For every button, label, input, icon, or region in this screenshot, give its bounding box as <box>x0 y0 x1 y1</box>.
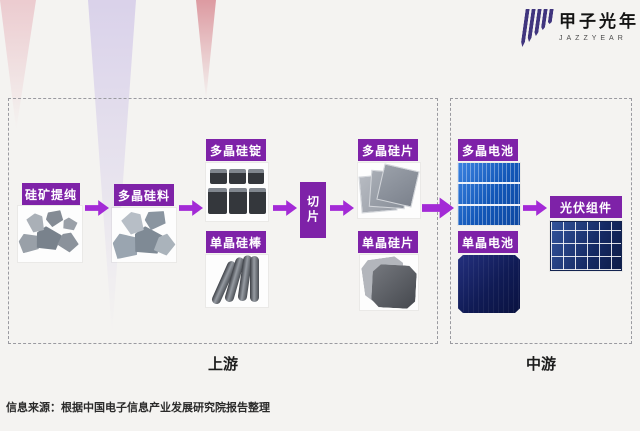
ingot-cube <box>249 188 266 214</box>
brand-name: 甲子光年 <box>559 12 639 31</box>
brand-text: 甲子光年 JAZZYEAR <box>559 7 639 42</box>
source-note: 信息来源：根据中国电子信息产业发展研究院报告整理 <box>6 402 270 414</box>
brand-subtitle: JAZZYEAR <box>559 35 627 42</box>
rock-shape <box>43 207 65 228</box>
ingot-cube <box>248 169 264 184</box>
midstream-box <box>450 98 632 344</box>
mono-rod-photo <box>206 254 268 307</box>
node-label-poly-wafer: 多晶硅片 <box>358 139 418 161</box>
node-label-mono-rod: 单晶硅棒 <box>206 231 266 253</box>
upstream-box <box>8 98 438 344</box>
poly-wafer-photo <box>358 163 420 218</box>
jazzyear-logo-icon <box>520 9 553 47</box>
ingot-cube <box>208 188 227 214</box>
node-label-pv-module: 光伏组件 <box>550 196 622 218</box>
node-label-poly-material: 多晶硅料 <box>114 184 174 206</box>
node-label-slicing: 切片 <box>300 182 326 238</box>
brand-logo: 甲子光年 JAZZYEAR <box>523 7 639 47</box>
ingot-cube <box>210 169 227 184</box>
silicon-ore-photo <box>18 206 82 262</box>
rock-shape <box>62 216 79 231</box>
wafer-sheet <box>371 264 417 309</box>
mono-cell-photo <box>458 255 520 313</box>
rock-shape <box>55 229 81 255</box>
node-label-mono-wafer: 单晶硅片 <box>358 231 418 253</box>
logo-bar <box>548 9 554 24</box>
poly-ingot-photo <box>206 163 268 221</box>
rod-shape <box>250 256 259 302</box>
polysilicon-material-photo <box>112 208 176 262</box>
wafer-sheet <box>376 163 420 208</box>
midstream-section-label: 中游 <box>525 356 556 373</box>
node-label-poly-cell: 多晶电池 <box>458 139 518 161</box>
decor-brush-stroke-red <box>196 0 216 100</box>
poly-cell-photo <box>458 163 520 225</box>
node-label-poly-ingot: 多晶硅锭 <box>206 139 266 161</box>
logo-bar <box>520 9 529 47</box>
pv-module-photo <box>550 221 622 271</box>
node-label-ore-purification: 硅矿提纯 <box>22 183 80 205</box>
mono-wafer-photo <box>360 255 418 310</box>
logo-bar <box>541 9 548 30</box>
node-label-mono-cell: 单晶电池 <box>458 231 518 253</box>
upstream-section-label: 上游 <box>207 356 238 373</box>
ingot-cube <box>229 188 247 214</box>
ingot-cube <box>229 169 246 184</box>
